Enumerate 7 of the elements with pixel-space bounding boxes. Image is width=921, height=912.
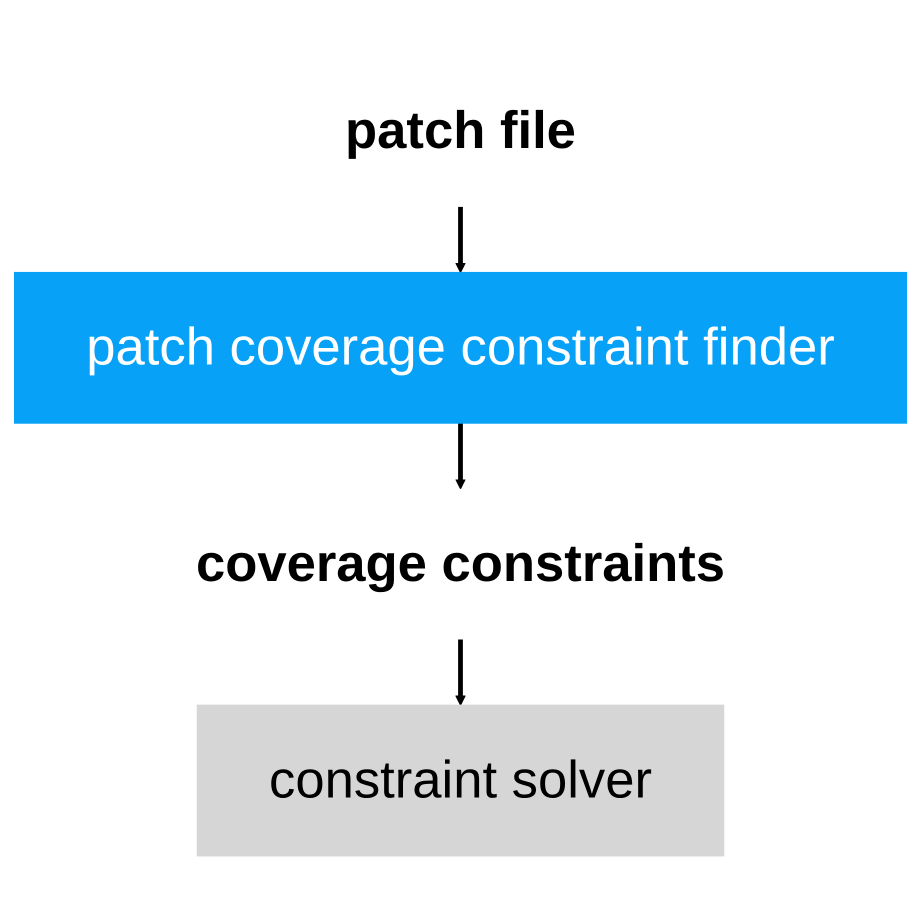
node-text: coverage constraints [196,534,726,593]
arrow [455,206,466,273]
node-box: patch coverage constraint finder [14,272,908,424]
node-text: patch file [345,102,576,160]
arrow [455,423,466,490]
node-box: constraint solver [196,704,724,856]
arrow [455,639,466,706]
